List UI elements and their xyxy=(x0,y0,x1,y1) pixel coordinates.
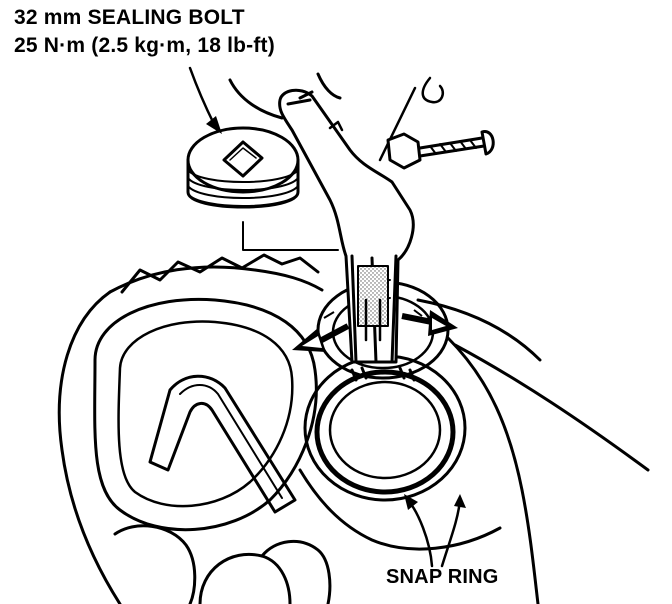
sealing-bolt-torque-label: 25 N·m (2.5 kg·m, 18 lb-ft) xyxy=(14,34,275,57)
housing-right-edge xyxy=(446,336,540,604)
side-arc xyxy=(228,78,284,120)
left-cavity-inner xyxy=(117,320,294,508)
lower-lug-right xyxy=(260,539,332,604)
arm-rib-inner xyxy=(179,384,283,499)
sealing-bolt-icon xyxy=(186,126,300,209)
side-arc-2 xyxy=(316,72,342,100)
hex-bolt-icon xyxy=(386,130,495,170)
plug-leader-line xyxy=(242,221,339,251)
lower-ridge xyxy=(298,468,502,551)
wire-line xyxy=(378,86,417,162)
snap-ring-gap-right xyxy=(398,366,416,382)
snap-ring-gap-left xyxy=(350,366,368,382)
bolt-label-arrowhead xyxy=(206,116,222,134)
lower-lug-left xyxy=(113,524,197,604)
sealing-bolt-name-label: 32 mm SEALING BOLT xyxy=(14,6,245,29)
snap-ring xyxy=(314,369,456,495)
spread-direction-arrows-icon xyxy=(292,309,458,352)
arm-rib xyxy=(148,374,297,514)
bolt-label-leader xyxy=(188,66,216,126)
lower-bore-inner xyxy=(328,380,442,480)
snap-ring-leader-2 xyxy=(440,498,462,568)
gear-teeth xyxy=(120,253,320,294)
snap-ring-arrow-2 xyxy=(454,494,466,508)
housing-outer-edge xyxy=(57,290,122,604)
wire-loop xyxy=(421,76,444,104)
snap-ring-pliers-icon xyxy=(278,88,415,364)
snap-ring-label: SNAP RING xyxy=(386,566,499,588)
lower-lug-mid xyxy=(198,553,292,604)
left-cavity-outline xyxy=(93,297,318,532)
socket-square xyxy=(222,140,264,178)
housing-far-line xyxy=(453,343,650,472)
snap-ring-leader-1 xyxy=(406,498,434,568)
housing-ridge xyxy=(416,298,542,362)
snap-ring-arrow-1 xyxy=(404,494,418,510)
